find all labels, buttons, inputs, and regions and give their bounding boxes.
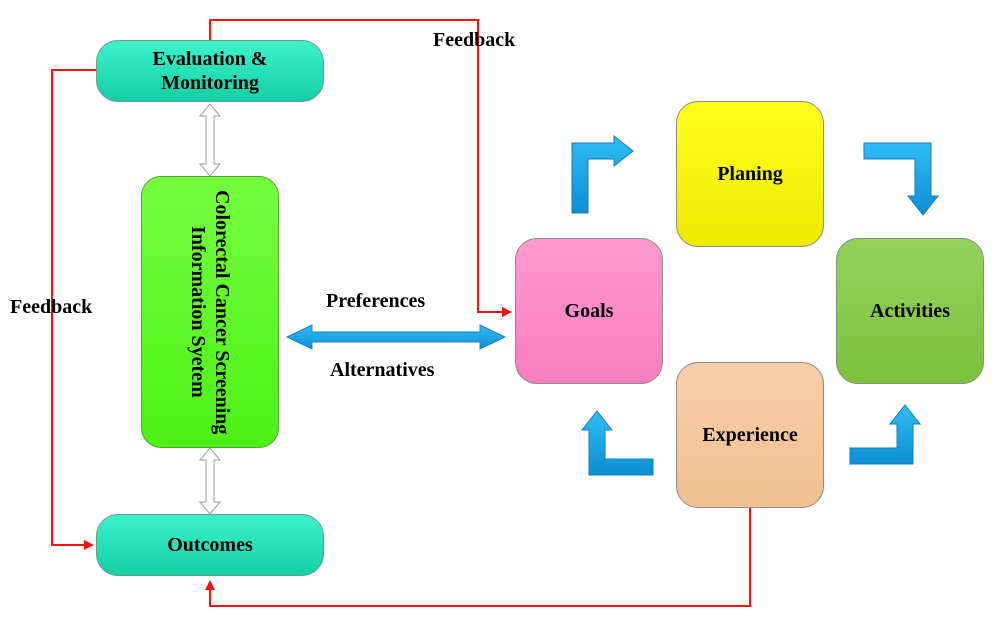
feedback-line-left <box>51 69 96 550</box>
info-system-line-1: Colorectal Cancer Screening <box>211 189 233 435</box>
activities-node: Activities <box>836 238 984 384</box>
cycle-arrow-experience-to-goals <box>580 410 654 476</box>
feedback-top-label: Feedback <box>433 29 516 51</box>
experience-node: Experience <box>676 362 824 508</box>
evaluation-monitoring-node: Evaluation & Monitoring <box>96 40 324 102</box>
goals-label: Goals <box>564 300 614 322</box>
connector-eval-info <box>198 103 222 177</box>
evaluation-line-2: Monitoring <box>161 72 259 94</box>
cycle-arrow-goals-to-planing <box>571 134 634 214</box>
evaluation-line-1: Evaluation & <box>152 48 268 70</box>
feedback-left-label: Feedback <box>10 296 93 318</box>
activities-label: Activities <box>870 300 950 322</box>
outcomes-node: Outcomes <box>96 514 324 576</box>
cycle-arrow-activities-to-experience <box>849 404 922 465</box>
goals-node: Goals <box>515 238 663 384</box>
connector-info-outcomes <box>198 447 222 515</box>
outcomes-label: Outcomes <box>167 534 253 556</box>
cycle-arrow-planing-to-activities <box>863 142 940 216</box>
info-system-line-2: Information Syetem <box>187 226 209 398</box>
information-system-node: Colorectal Cancer Screening Information … <box>141 176 279 448</box>
feedback-line-bottom <box>205 508 751 607</box>
planing-node: Planing <box>676 101 824 247</box>
planing-label: Planing <box>717 163 783 185</box>
alternatives-label: Alternatives <box>330 359 435 381</box>
preferences-label: Preferences <box>326 290 426 312</box>
experience-label: Experience <box>702 424 798 446</box>
preferences-alternatives-arrow <box>285 324 507 350</box>
feedback-line-top <box>209 19 512 317</box>
